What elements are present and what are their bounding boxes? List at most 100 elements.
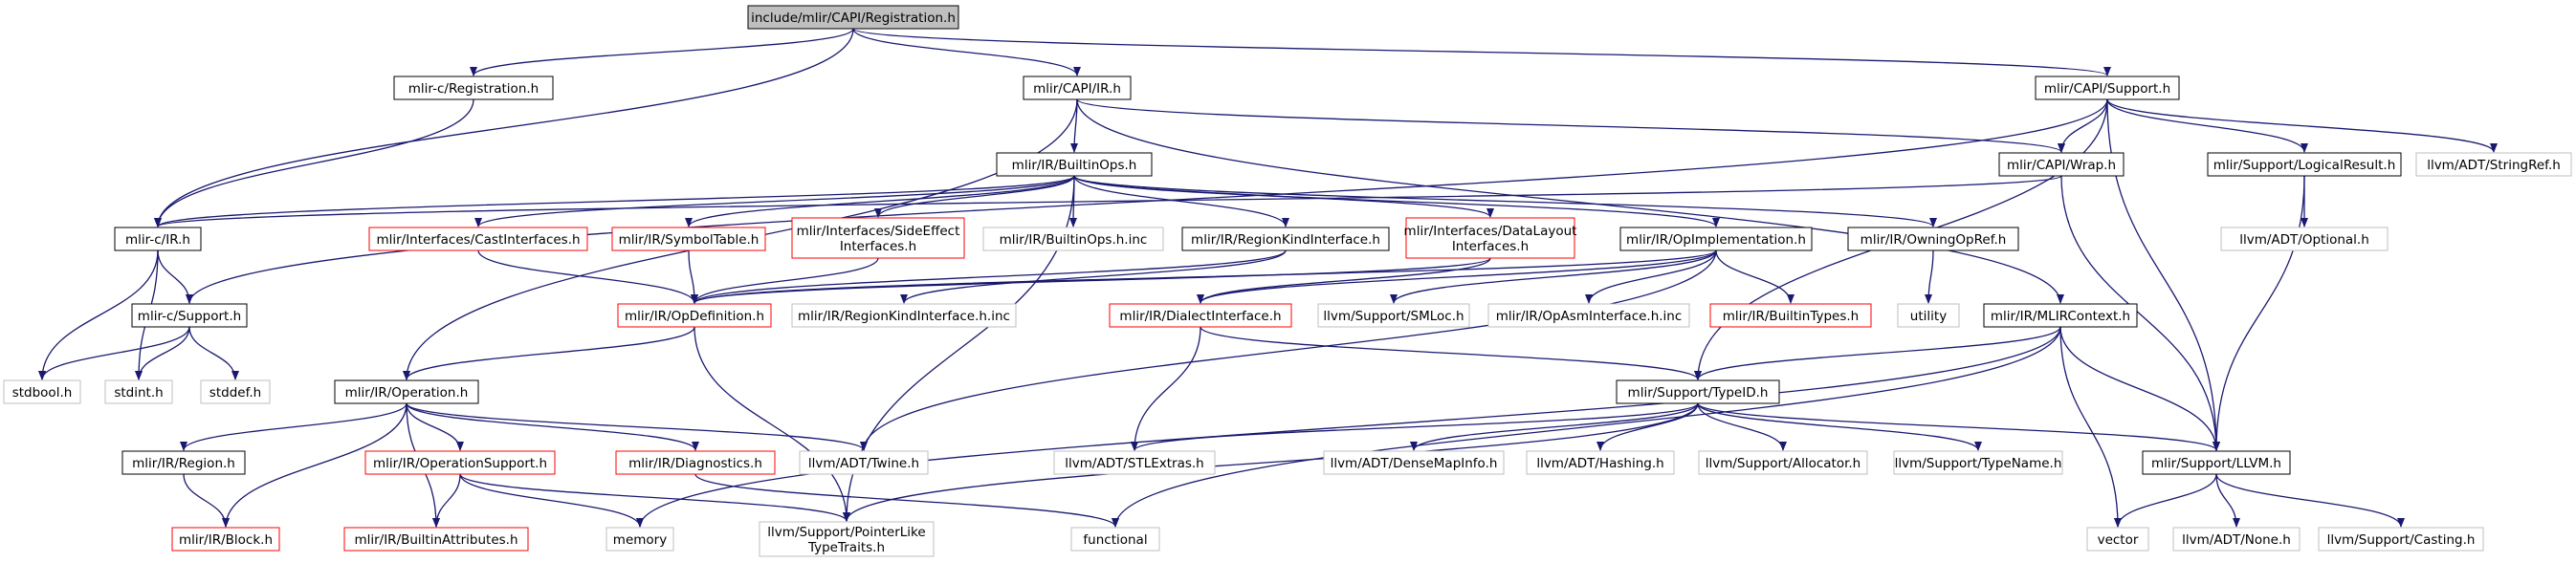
node-twine: llvm/ADT/Twine.h xyxy=(799,450,929,475)
edge-builtinops-to-castinterfaces xyxy=(474,175,1075,227)
node-box xyxy=(1619,227,1813,251)
node-label: mlir/Support/TypeID.h xyxy=(1628,385,1769,401)
node-c_registration[interactable]: mlir-c/Registration.h xyxy=(393,76,554,100)
edge-operation-to-block xyxy=(222,402,407,528)
node-box xyxy=(114,227,202,251)
node-operation[interactable]: mlir/IR/Operation.h xyxy=(334,379,479,404)
node-regionkind[interactable]: mlir/IR/RegionKindInterface.h xyxy=(1181,227,1390,251)
node-capi_support[interactable]: mlir/CAPI/Support.h xyxy=(2035,76,2180,100)
edge-typeid-to-hashing xyxy=(1596,402,1699,451)
node-stdint: stdint.h xyxy=(104,379,173,404)
node-hashing: llvm/ADT/Hashing.h xyxy=(1526,450,1675,475)
node-layer: include/mlir/CAPI/Registration.h mlir-c/R… xyxy=(3,5,2572,557)
node-box xyxy=(2207,152,2402,177)
node-mlircontext[interactable]: mlir/IR/MLIRContext.h xyxy=(1983,303,2138,328)
node-box xyxy=(2035,76,2180,100)
node-box xyxy=(1323,450,1505,475)
edge-operationsupport-to-builtinattributes xyxy=(432,473,461,528)
node-region[interactable]: mlir/IR/Region.h xyxy=(121,450,246,475)
edge-root-to-capi_support xyxy=(852,28,2111,76)
node-box xyxy=(605,527,674,552)
edge-c_ir-to-stdbool xyxy=(38,249,159,380)
node-block[interactable]: mlir/IR/Block.h xyxy=(171,527,280,552)
edge-c_support-to-stddef xyxy=(188,326,239,380)
node-dialectinterface[interactable]: mlir/IR/DialectInterface.h xyxy=(1109,303,1292,328)
node-label: mlir/CAPI/Wrap.h xyxy=(2007,158,2116,173)
node-typeid[interactable]: mlir/Support/TypeID.h xyxy=(1616,379,1780,404)
node-label: memory xyxy=(613,532,667,548)
node-label: include/mlir/CAPI/Registration.h xyxy=(751,11,956,26)
node-label: mlir/IR/OpImplementation.h xyxy=(1626,232,1806,248)
edge-castinterfaces-to-opdefinition xyxy=(477,249,698,304)
node-box xyxy=(200,379,271,404)
edge-builtinops-to-sideeffect xyxy=(874,175,1075,218)
node-label: mlir/Interfaces/SideEffect xyxy=(797,224,960,239)
node-label: mlir/IR/OpAsmInterface.h.inc xyxy=(1496,309,1683,324)
node-llvm_h[interactable]: mlir/Support/LLVM.h xyxy=(2142,450,2291,475)
node-box xyxy=(615,450,776,475)
node-c_ir[interactable]: mlir-c/IR.h xyxy=(114,227,202,251)
edge-capi_support-to-logicalresult xyxy=(2106,98,2308,153)
node-capi_ir[interactable]: mlir/CAPI/IR.h xyxy=(1023,76,1132,100)
node-label: llvm/ADT/STLExtras.h xyxy=(1065,456,1203,471)
node-label: mlir-c/IR.h xyxy=(125,232,190,248)
node-box xyxy=(1023,76,1132,100)
node-opimpl[interactable]: mlir/IR/OpImplementation.h xyxy=(1619,227,1813,251)
node-capi_wrap[interactable]: mlir/CAPI/Wrap.h xyxy=(1998,152,2125,177)
edge-c_ir-to-c_support xyxy=(157,249,193,304)
node-operationsupport[interactable]: mlir/IR/OperationSupport.h xyxy=(364,450,556,475)
node-label: llvm/Support/SMLoc.h xyxy=(1323,309,1464,324)
node-owningopref[interactable]: mlir/IR/OwningOpRef.h xyxy=(1847,227,2019,251)
edge-capi_wrap-to-llvm_h xyxy=(2060,175,2220,451)
edge-root-to-c_ir xyxy=(154,28,854,227)
node-root[interactable]: include/mlir/CAPI/Registration.h xyxy=(747,5,959,30)
edge-builtinops-to-opimpl xyxy=(1073,175,1720,227)
node-box xyxy=(171,527,280,552)
edge-typeid-to-stlextras xyxy=(1131,402,1699,451)
node-builtintypes[interactable]: mlir/IR/BuiltinTypes.h xyxy=(1709,303,1872,328)
node-smloc: llvm/Support/SMLoc.h xyxy=(1317,303,1470,328)
node-castinterfaces[interactable]: mlir/Interfaces/CastInterfaces.h xyxy=(368,227,588,251)
node-utility: utility xyxy=(1897,303,1960,328)
node-symboltable[interactable]: mlir/IR/SymbolTable.h xyxy=(611,227,766,251)
node-box xyxy=(791,217,965,259)
node-label: llvm/ADT/Twine.h xyxy=(808,456,919,471)
edge-builtinops-to-symboltable xyxy=(685,175,1075,227)
node-label: functional xyxy=(1083,532,1147,548)
node-builtinattributes[interactable]: mlir/IR/BuiltinAttributes.h xyxy=(343,527,529,552)
node-casting: llvm/Support/Casting.h xyxy=(2318,527,2484,552)
edge-capi_wrap-to-c_ir xyxy=(154,175,2062,227)
edge-capi_support-to-stringref xyxy=(2106,98,2498,153)
edge-mlircontext-to-memory xyxy=(636,326,2061,528)
node-label: mlir/Support/LLVM.h xyxy=(2151,456,2281,471)
node-label: mlir/Support/LogicalResult.h xyxy=(2213,158,2396,173)
edge-builtinops-to-regionkind xyxy=(1073,175,1289,227)
edge-operation-to-region xyxy=(180,402,407,451)
node-box xyxy=(131,303,248,328)
edge-mlircontext-to-llvm_h xyxy=(2059,326,2220,451)
node-label: llvm/ADT/Optional.h xyxy=(2239,232,2369,248)
node-opdefinition[interactable]: mlir/IR/OpDefinition.h xyxy=(617,303,772,328)
edge-operation-to-operationsupport xyxy=(406,402,464,451)
node-box xyxy=(747,5,959,30)
edge-c_registration-to-c_ir xyxy=(154,98,474,227)
node-box xyxy=(1181,227,1390,251)
node-box xyxy=(1897,303,1960,328)
edge-dialectinterface-to-stlextras xyxy=(1131,326,1201,451)
edge-typeid-to-allocator xyxy=(1697,402,1787,451)
node-label: stdbool.h xyxy=(12,385,73,401)
node-box xyxy=(982,227,1164,251)
node-logicalresult[interactable]: mlir/Support/LogicalResult.h xyxy=(2207,152,2402,177)
node-builtinops[interactable]: mlir/IR/BuiltinOps.h xyxy=(996,152,1153,177)
node-label: mlir/IR/DialectInterface.h xyxy=(1119,309,1281,324)
node-c_support[interactable]: mlir-c/Support.h xyxy=(131,303,248,328)
node-box xyxy=(2172,527,2301,552)
edge-mlircontext-to-vector xyxy=(2059,326,2122,528)
node-diagnostics[interactable]: mlir/IR/Diagnostics.h xyxy=(615,450,776,475)
edge-region-to-block xyxy=(183,473,230,528)
edge-logicalresult-to-llvm_h xyxy=(2213,175,2305,451)
node-box xyxy=(996,152,1153,177)
